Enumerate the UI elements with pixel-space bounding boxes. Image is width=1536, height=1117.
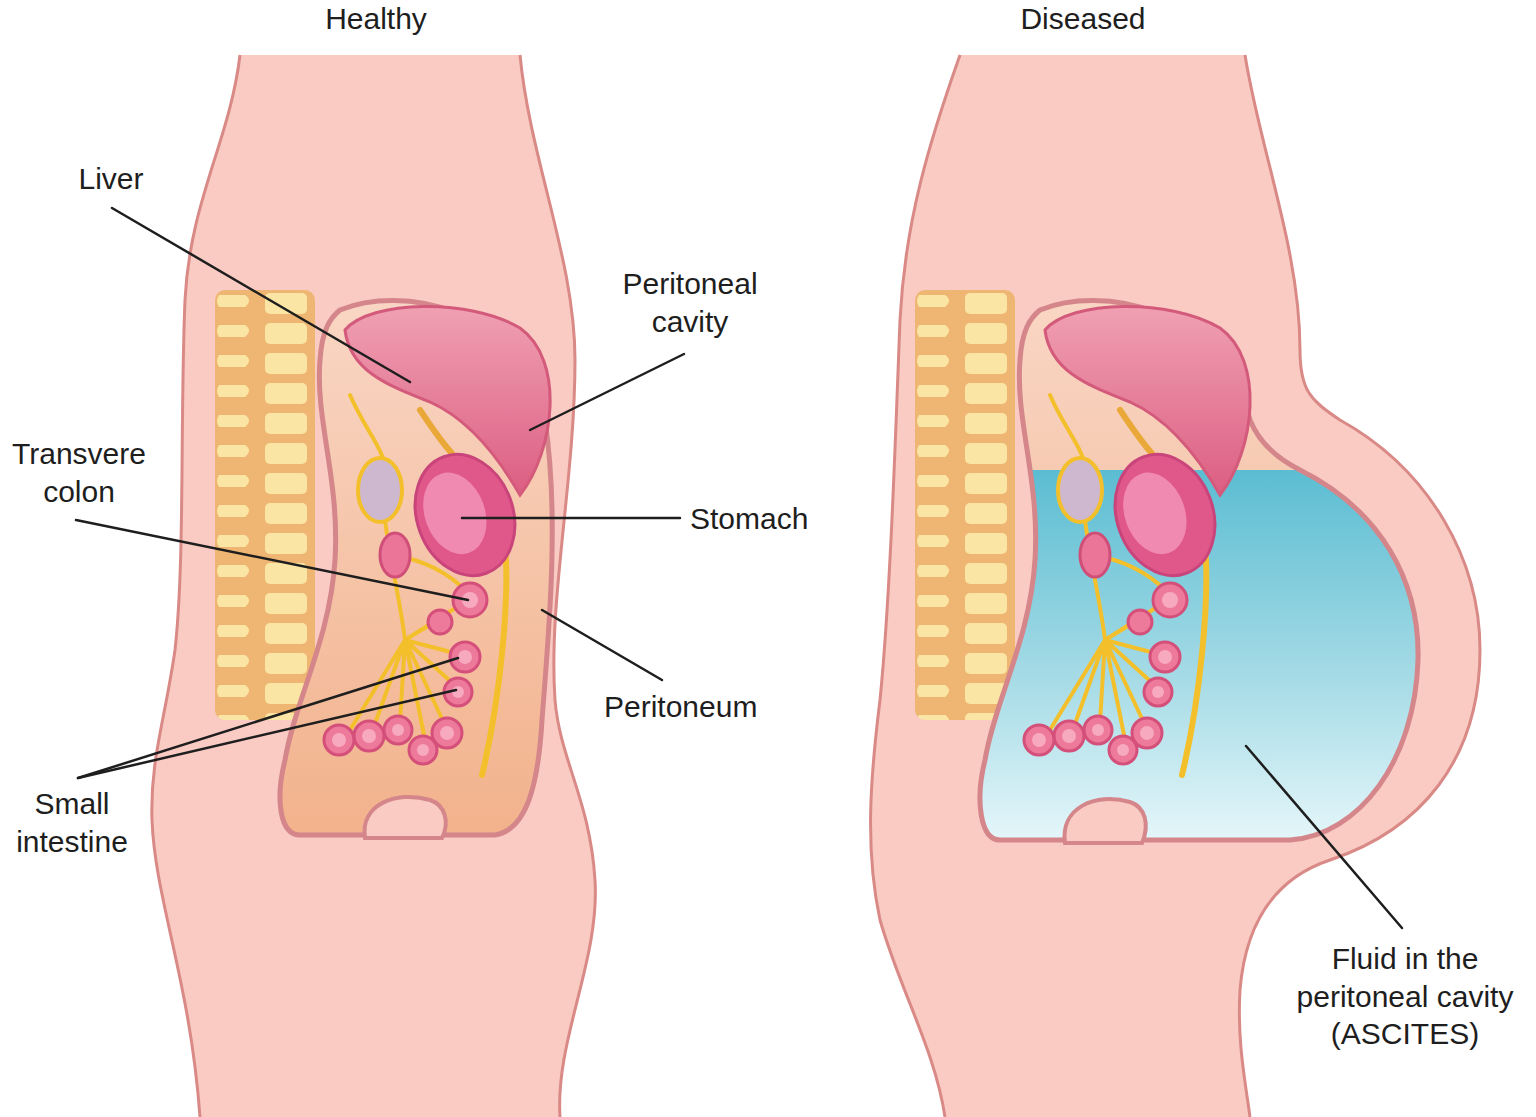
leader-line (78, 690, 456, 778)
organ-label: Stomach (690, 500, 860, 538)
peritoneum-outline (980, 300, 1418, 840)
panel-heading: Diseased (983, 0, 1183, 38)
organs (1024, 306, 1250, 775)
leader-line (112, 208, 410, 382)
leader-line (76, 520, 468, 600)
spine (915, 290, 1015, 720)
body-outline (152, 55, 596, 1117)
leader-line (1246, 746, 1402, 928)
pelvic-notch (1065, 799, 1146, 843)
panel-heading: Healthy (276, 0, 476, 38)
organ-label: Small intestine (2, 785, 142, 860)
leader-lines (76, 208, 1402, 928)
organ-label: Transvere colon (4, 435, 154, 510)
organ-label: Peritoneal cavity (600, 265, 780, 340)
leader-line (530, 354, 684, 430)
pelvic-notch (365, 797, 446, 838)
callout-label: Fluid in the peritoneal cavity (ASCITES) (1280, 940, 1530, 1053)
leader-line (462, 517, 680, 520)
leader-line (78, 658, 458, 778)
organs (324, 306, 550, 775)
spine (215, 290, 315, 720)
body-silhouette (152, 55, 596, 1117)
organ-label: Liver (66, 160, 156, 198)
leader-line (542, 610, 662, 680)
organ-label: Peritoneum (604, 688, 794, 726)
peritoneal-cavity (280, 300, 552, 835)
